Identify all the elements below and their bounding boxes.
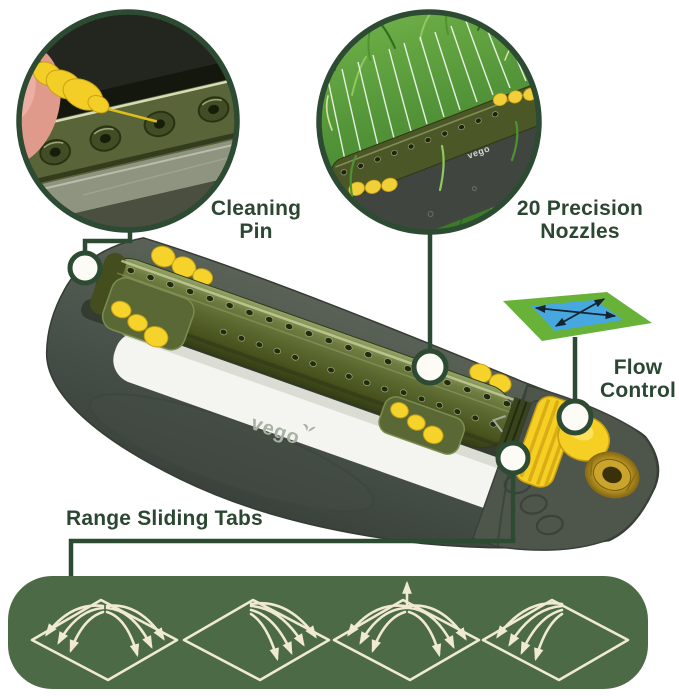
callout-ring (316, 9, 542, 235)
flow-control-graphic (503, 292, 652, 341)
range-pattern-icon-right-half (182, 598, 331, 682)
precision-nozzles-row (126, 266, 511, 408)
reflective-strip (113, 332, 518, 510)
precision-nozzles-label: 20 Precision Nozzles (499, 197, 661, 243)
range-sliding-tabs-label: Range Sliding Tabs (66, 507, 263, 530)
left-range-slider (101, 277, 195, 351)
cleaning-pin-marker (67, 250, 103, 286)
right-range-slider (378, 396, 466, 455)
nozzle-bumps (39, 96, 230, 166)
embossed-arrow (491, 415, 506, 433)
brand-logo: vego (247, 412, 322, 459)
flow-control-label: Flow Control (583, 356, 679, 402)
range-tabs-connector (68, 473, 516, 577)
cleaning-pin-label-line1: Cleaning (210, 197, 302, 220)
cleaning-pin-label-line2: Pin (239, 220, 273, 243)
leaf-icon (302, 423, 316, 432)
brass-hose-connector (584, 451, 640, 499)
flow-control-marker (556, 398, 594, 436)
callout-connectors (68, 230, 578, 577)
precision-nozzles-label-line2: Nozzles (540, 220, 620, 243)
flow-control-label-line1: Flow (613, 356, 663, 379)
cleaning-needle (99, 105, 158, 123)
sprinkler-product-photo (45, 237, 660, 551)
range-pattern-icon-left-half (481, 598, 630, 682)
range-tabs-marker (495, 440, 531, 476)
flow-control-label-line2: Control (599, 379, 677, 402)
range-tabs-in-grass (348, 87, 538, 196)
cleaning-pin-label: Cleaning Pin (176, 197, 336, 243)
range-patterns-banner (8, 576, 648, 689)
precision-nozzles-label-line1: 20 Precision (516, 197, 644, 220)
range-pattern-icon-center (332, 580, 481, 682)
callout-markers (67, 250, 594, 476)
flow-direction-arrow (534, 304, 617, 320)
range-pattern-icon-full (30, 598, 179, 682)
nozzles-marker (411, 348, 449, 386)
cleaning-pin-connector (82, 230, 133, 253)
range-sliding-tabs-label-text: Range Sliding Tabs (66, 507, 263, 530)
cleaning-pin-tool (27, 59, 158, 123)
